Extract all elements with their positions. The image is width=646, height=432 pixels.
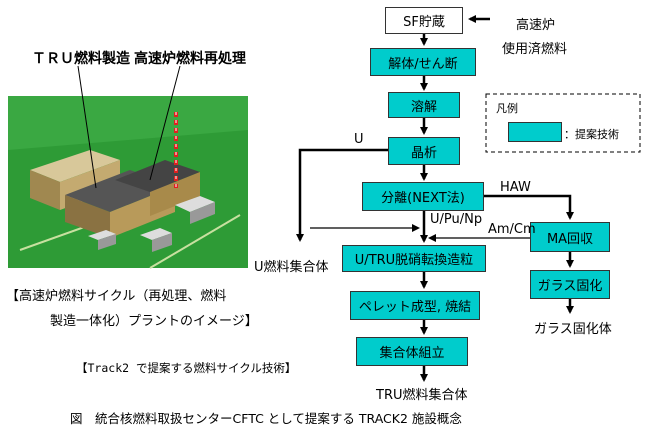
legend-title: 凡例 bbox=[496, 102, 518, 115]
legend-swatch bbox=[508, 122, 562, 142]
figure-caption: 図 統合核燃料取扱センターCFTC として提案する TRACK2 施設概念 bbox=[70, 411, 462, 426]
label-u: U bbox=[354, 132, 364, 147]
separation-next-box: 分離(NEXT法) bbox=[362, 182, 484, 211]
assembly-box: 集合体組立 bbox=[356, 337, 468, 366]
ma-recovery-box: MA回収 bbox=[530, 222, 610, 252]
sf-storage-box: SF貯蔵 bbox=[385, 7, 463, 34]
label-glass-product: ガラス固化体 bbox=[534, 322, 612, 337]
dissolution-box: 溶解 bbox=[388, 92, 460, 118]
legend-item: ：提案技術 bbox=[564, 128, 619, 141]
track2-label: 【Track2 で提案する燃料サイクル技術】 bbox=[76, 361, 297, 375]
label-haw: HAW bbox=[500, 180, 531, 195]
label-tru-fuel-fabrication: ＴＲＵ燃料製造 bbox=[32, 51, 130, 67]
label-fbr-reprocessing: 高速炉燃料再処理 bbox=[134, 51, 246, 67]
disassembly-shearing-box: 解体/せん断 bbox=[370, 48, 476, 76]
vitrification-box: ガラス固化 bbox=[530, 270, 610, 299]
input-note-line2: 使用済燃料 bbox=[502, 42, 568, 57]
label-u-assembly: U燃料集合体 bbox=[254, 260, 329, 275]
pellet-sintering-box: ペレット成型, 焼結 bbox=[350, 291, 480, 320]
input-note-line1: 高速炉 bbox=[516, 18, 556, 33]
denitration-granulation-box: U/TRU脱硝転換造粒 bbox=[342, 245, 486, 272]
label-amcm: Am/Cm bbox=[488, 222, 536, 237]
label-upunp: U/Pu/Np bbox=[430, 212, 483, 227]
illustration-caption-line1: 【高速炉燃料サイクル（再処理、燃料 bbox=[6, 289, 227, 304]
label-tru-assembly: TRU燃料集合体 bbox=[376, 388, 468, 403]
illustration-caption-line2: 製造一体化）プラントのイメージ】 bbox=[50, 314, 258, 329]
crystallization-box: 晶析 bbox=[388, 137, 460, 165]
